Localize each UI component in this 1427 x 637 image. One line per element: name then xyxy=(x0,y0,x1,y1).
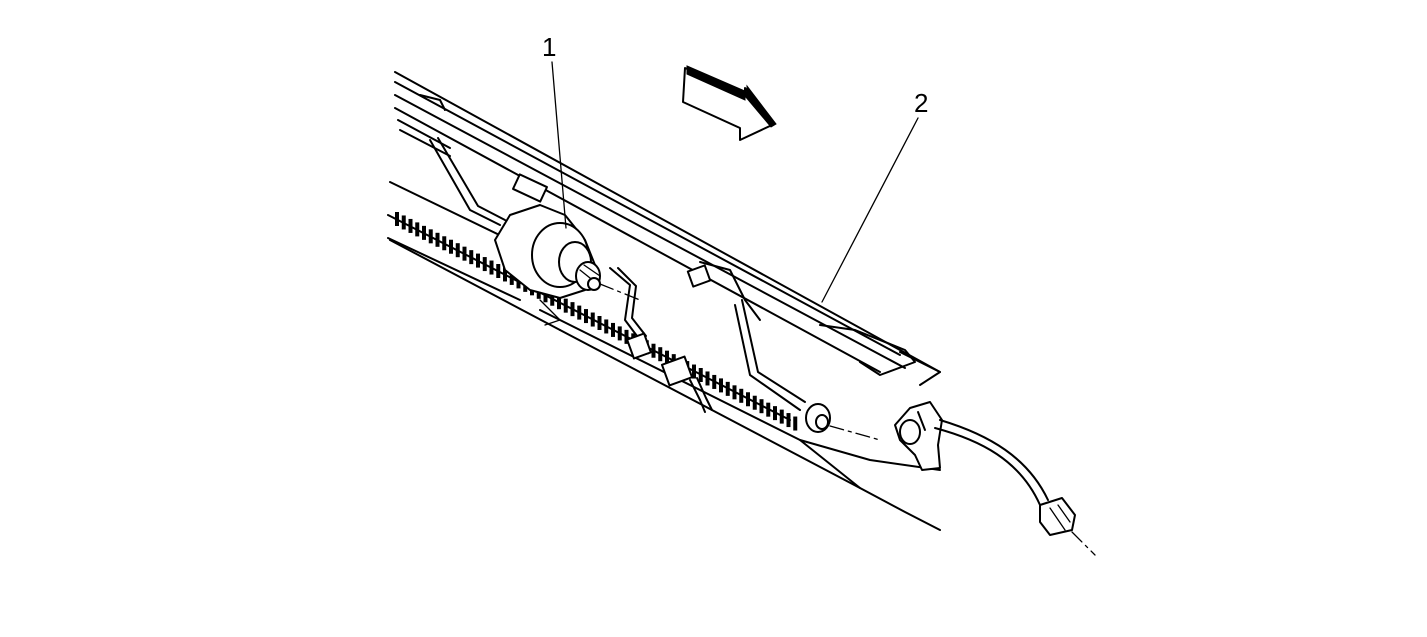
rib-mark xyxy=(759,399,764,414)
centerline xyxy=(599,283,1096,556)
rib-mark xyxy=(428,229,433,244)
rib-mark xyxy=(719,378,723,393)
rib-mark xyxy=(489,260,494,275)
rib-mark xyxy=(779,409,784,424)
rib-mark xyxy=(786,413,791,428)
rib-mark xyxy=(739,388,744,403)
rib-mark xyxy=(584,309,588,324)
rib-mark xyxy=(422,225,426,240)
rib-mark xyxy=(692,364,696,379)
rib-mark xyxy=(415,222,420,237)
wire-lead xyxy=(934,419,1076,536)
rib-mark xyxy=(732,385,737,400)
rib-mark xyxy=(705,371,710,386)
rib-mark xyxy=(590,312,595,327)
rib-mark xyxy=(462,246,467,261)
direction-arrow-icon xyxy=(682,65,777,141)
callout-1: 1 xyxy=(542,32,556,62)
wiring-harness xyxy=(429,137,806,413)
rib-mark xyxy=(624,329,629,344)
rib-mark xyxy=(597,316,602,330)
rib-mark xyxy=(611,322,615,337)
rib-mark xyxy=(509,270,514,285)
rib-mark xyxy=(604,319,609,334)
leader-lines xyxy=(551,61,919,303)
rib-mark xyxy=(725,381,730,396)
rib-mark xyxy=(449,239,453,254)
rib-mark xyxy=(496,264,501,278)
rib-mark xyxy=(455,243,460,258)
rib-mark xyxy=(442,236,447,251)
component-1-actuator xyxy=(494,204,601,326)
rib-mark xyxy=(543,288,548,303)
rib-mark xyxy=(563,298,568,313)
rib-mark xyxy=(570,302,575,317)
rib-mark xyxy=(435,232,440,247)
rib-mark xyxy=(651,343,656,358)
rib-mark xyxy=(550,291,555,306)
rib-mark xyxy=(482,257,487,272)
rib-mark xyxy=(773,406,777,421)
rib-mark xyxy=(658,347,663,362)
lower-fastener xyxy=(805,403,831,433)
rib-mark xyxy=(752,395,757,410)
upper-rails xyxy=(394,71,941,386)
rib-mark xyxy=(469,250,474,265)
rib-mark xyxy=(503,267,507,282)
rib-mark xyxy=(395,212,399,226)
rib-mark xyxy=(712,374,717,389)
connector-bracket xyxy=(894,401,943,471)
rib-mark xyxy=(698,368,703,382)
rib-mark xyxy=(746,392,750,407)
rib-mark xyxy=(408,218,413,233)
rib-mark xyxy=(577,305,582,320)
rib-mark xyxy=(665,350,669,365)
callout-2: 2 xyxy=(914,88,928,118)
rib-mark xyxy=(401,215,406,230)
rib-mark xyxy=(476,253,480,268)
rib-mark xyxy=(766,402,771,417)
rib-mark xyxy=(793,416,798,431)
rib-mark xyxy=(617,326,622,341)
rib-mark xyxy=(557,295,561,310)
